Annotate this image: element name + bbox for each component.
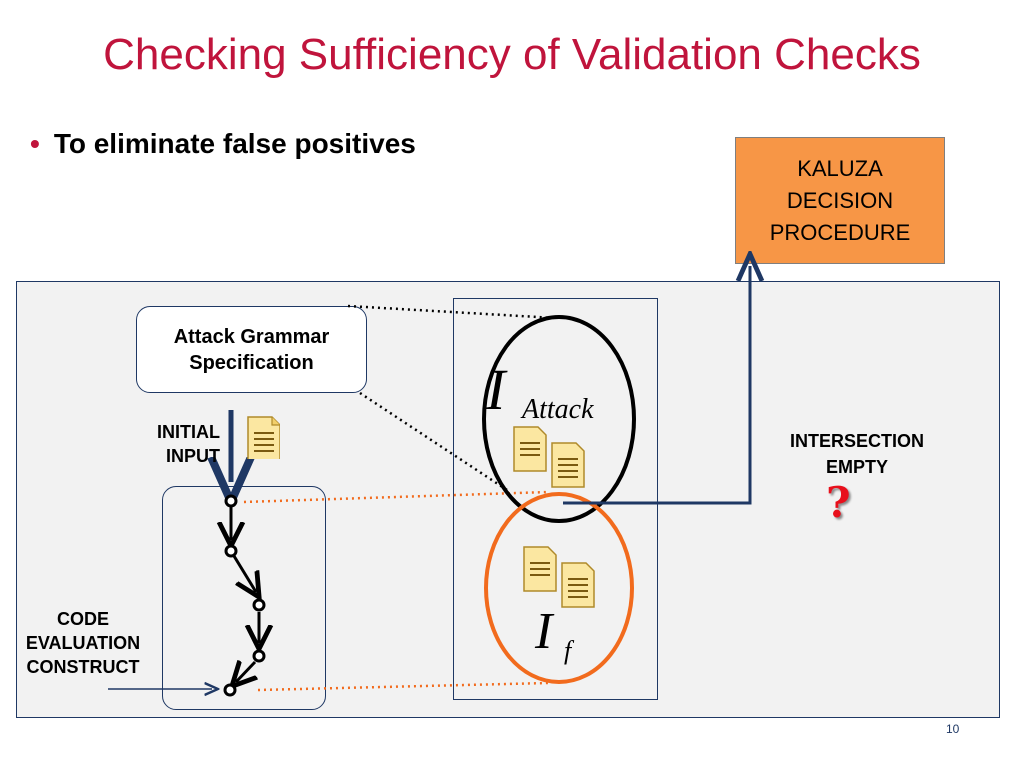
kaluza-decision-procedure-box: KALUZA DECISION PROCEDURE xyxy=(735,137,945,264)
trace-node xyxy=(252,598,266,612)
input-sets-panel xyxy=(453,298,658,700)
grammar-line-1: Attack Grammar xyxy=(173,325,330,348)
slide-title: Checking Sufficiency of Validation Check… xyxy=(103,30,921,79)
intersection-to-kaluza-arrow xyxy=(563,266,750,505)
kaluza-line-1: KALUZA xyxy=(797,155,883,181)
trace-node xyxy=(223,683,237,697)
initial-input-label: INITIAL INPUT xyxy=(120,420,220,468)
i-f-subscript: f xyxy=(564,636,572,665)
code-evaluation-construct-label: CODE EVALUATION CONSTRUCT xyxy=(8,607,158,679)
i-f-ellipse xyxy=(484,492,634,684)
question-mark-icon: ? xyxy=(826,478,851,527)
initial-input-line-1: INITIAL xyxy=(157,422,220,442)
trace-top-orange-dotted-line xyxy=(243,490,549,504)
trace-node xyxy=(224,494,238,508)
code-line-2: EVALUATION xyxy=(25,633,141,653)
execution-trace-chain xyxy=(231,507,259,682)
document-stack-icon xyxy=(513,426,585,488)
intersection-empty-label: INTERSECTION EMPTY xyxy=(762,428,952,480)
i-f-symbol: I xyxy=(535,603,553,660)
attack-grammar-box: Attack Grammar Specification xyxy=(136,306,367,393)
initial-input-line-2: INPUT xyxy=(166,446,220,466)
code-line-1: CODE xyxy=(56,609,109,629)
i-attack-subscript: Attack xyxy=(522,394,594,425)
bullet-dot: • xyxy=(30,128,40,159)
code-line-3: CONSTRUCT xyxy=(26,657,140,677)
document-icon xyxy=(247,416,280,459)
bullet-item: • To eliminate false positives xyxy=(30,128,416,160)
i-attack-ellipse xyxy=(482,315,636,523)
grammar-top-dotted-line xyxy=(347,304,556,320)
trace-node xyxy=(224,544,238,558)
execution-trace-nodes xyxy=(223,494,266,697)
slide-number: 10 xyxy=(946,722,960,736)
i-attack-symbol: I xyxy=(486,357,506,422)
intersection-line-2: EMPTY xyxy=(825,457,888,477)
intersection-line-1: INTERSECTION xyxy=(789,431,924,451)
trace-bottom-orange-dotted-line xyxy=(257,681,549,692)
kaluza-line-3: PROCEDURE xyxy=(769,219,911,245)
grammar-line-2: Specification xyxy=(189,351,314,374)
bullet-text: To eliminate false positives xyxy=(53,128,416,159)
kaluza-line-2: DECISION xyxy=(786,187,894,213)
trace-node xyxy=(252,649,266,663)
document-stack-icon xyxy=(523,546,595,608)
